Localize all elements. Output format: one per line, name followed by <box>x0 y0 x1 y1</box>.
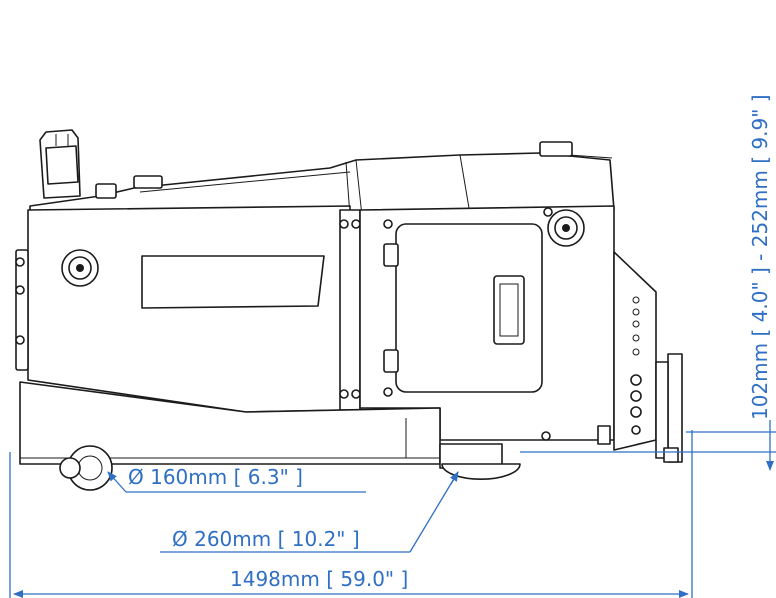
height-range-dimension: 102mm [ 4.0" ] - 252mm [ 9.9" ] <box>748 94 772 420</box>
rear-bracket <box>613 251 657 451</box>
overall-length-dimension: 1498mm [ 59.0" ] <box>230 567 408 591</box>
access-door <box>395 223 543 393</box>
large-wheel <box>441 463 521 480</box>
side-window <box>141 255 325 309</box>
top-bracket-1 <box>133 175 163 189</box>
chassis-skirt <box>19 381 441 465</box>
small-wheel-dimension: Ø 160mm [ 6.3" ] <box>128 465 303 489</box>
left-panel <box>27 205 351 413</box>
large-wheel-dimension: Ø 260mm [ 10.2" ] <box>172 527 360 551</box>
machine-body <box>15 129 683 491</box>
rear-foot <box>667 353 683 463</box>
dimension-lines <box>9 420 776 598</box>
door-handle <box>493 275 525 345</box>
top-bracket-2 <box>539 141 573 157</box>
